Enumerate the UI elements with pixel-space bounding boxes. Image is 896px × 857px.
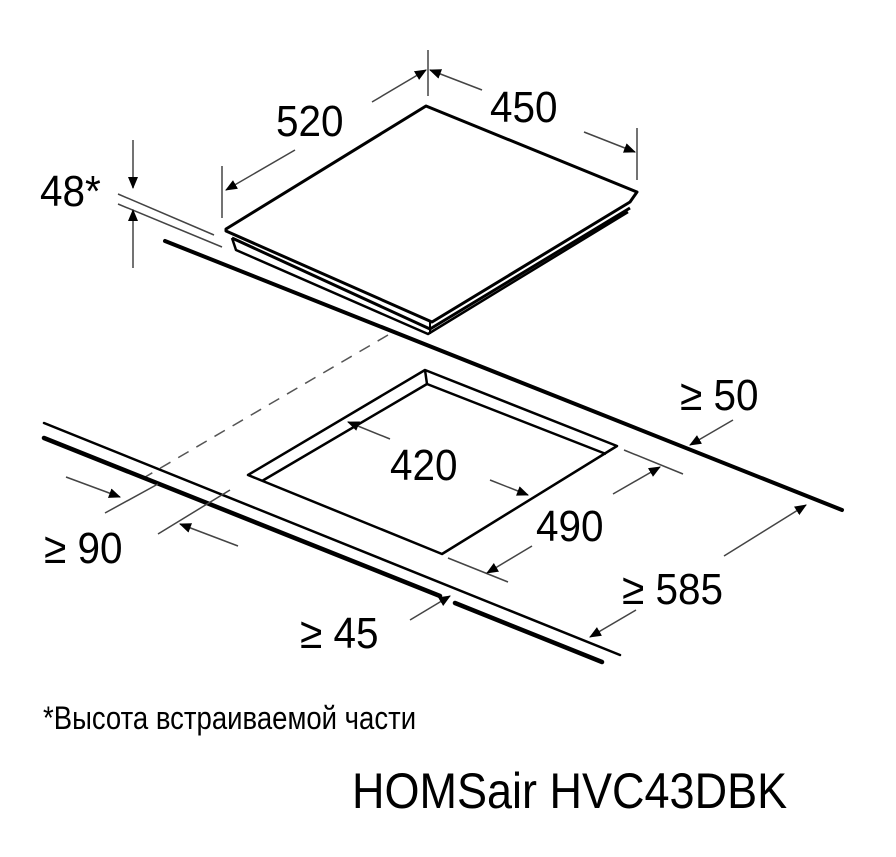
dim-label-front-clearance: ≥ 45 [300,609,379,658]
dim-label-height: 48* [40,167,101,216]
dim-label-cutout-depth: 490 [536,502,604,551]
depth-520-dimension [221,50,429,218]
projection-dashed-line [139,334,389,481]
dim-label-hob-depth: 520 [276,97,344,146]
width-450-dimension [429,69,638,180]
worktop-front-edge [41,421,622,665]
hob-body [224,104,639,336]
worktop-585-dimension [589,504,807,638]
back-clearance-dimension [689,419,734,446]
model-name: HOMSair HVC43DBK [352,763,788,819]
height-dimension [117,140,223,268]
cutout-420-dimension [347,421,529,496]
dim-label-back-clearance: ≥ 50 [680,371,759,420]
dim-label-cutout-width: 420 [390,441,458,490]
dim-label-worktop-depth: ≥ 585 [622,565,724,614]
worktop-back-edge [163,239,844,512]
front-clearance-dimension [409,595,451,621]
side-clearance-dimension [65,476,239,547]
cutout-490-dimension [447,449,684,583]
dim-label-side-clearance: ≥ 90 [44,524,123,573]
footnote: *Высота встраиваемой части [43,700,417,736]
dim-label-hob-width: 450 [490,83,558,132]
cutout [246,368,619,556]
